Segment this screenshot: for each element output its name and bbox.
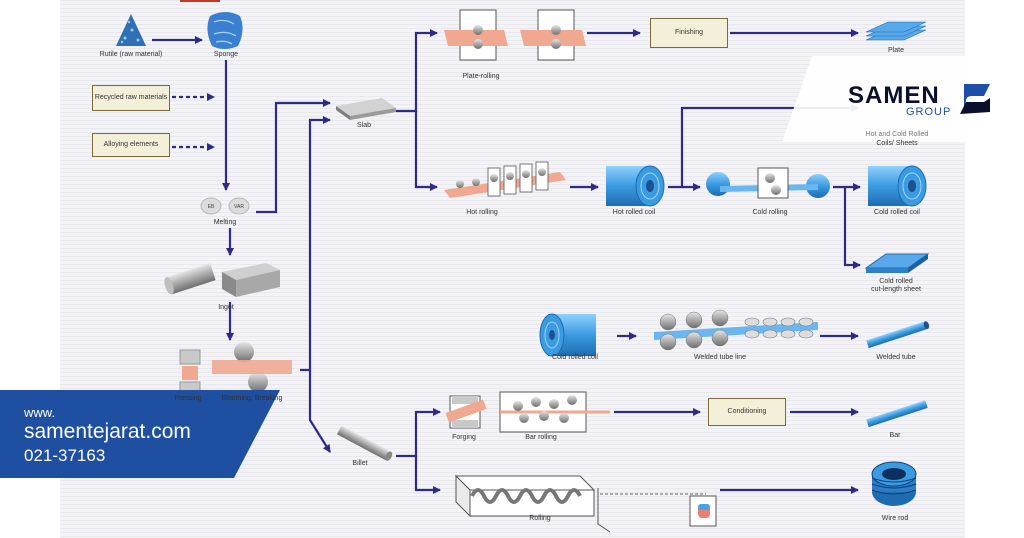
plate-rolling-icon	[444, 9, 586, 61]
welded-tube-icon	[866, 321, 930, 349]
bar-rolling-label: Bar rolling	[525, 434, 557, 441]
logo-backdrop	[782, 56, 1024, 142]
hot-rolling-icon	[444, 161, 566, 198]
samen-s-icon	[960, 84, 990, 114]
finishing-box: Finishing	[650, 18, 728, 48]
melting-eb-label: EB	[207, 204, 215, 210]
cold-rolled-sheet-label-1: Cold rolled	[879, 278, 913, 285]
alloying-elements-box: Alloying elements	[92, 133, 170, 157]
bar-rolling-icon	[499, 391, 610, 433]
brand-domain[interactable]: samentejarat.com	[24, 420, 191, 443]
slab-label: Slab	[356, 122, 371, 129]
rolling-label: Rolling	[529, 515, 551, 522]
coils-sheets-label-2: Coils/ Sheets	[876, 140, 918, 147]
logo-word: SAMEN	[848, 82, 940, 109]
bar-label: Bar	[889, 432, 901, 439]
sponge-label: Sponge	[213, 51, 239, 58]
logo-group: GROUP	[906, 106, 952, 118]
forging-icon	[445, 395, 487, 429]
wire-rod-label: Wire rod	[881, 515, 909, 522]
plate-stack-icon	[865, 21, 927, 41]
plate-rolling-label: Plate-rolling	[462, 73, 500, 80]
pressing-icon	[179, 349, 201, 395]
cold-rolled-coil-left-icon	[539, 313, 596, 357]
cold-rolling-icon	[706, 167, 830, 199]
samen-group-logo: SAMEN GROUP	[782, 56, 1024, 142]
billet-label: Billet	[352, 460, 368, 467]
hot-rolled-coil-icon	[606, 165, 665, 207]
hot-rolled-coil-label: Hot rolled coil	[612, 209, 656, 216]
billet-icon	[336, 425, 393, 461]
melting-furnace-icon	[200, 197, 250, 215]
melting-label: Melting	[213, 219, 237, 226]
conditioning-label: Conditioning	[727, 408, 767, 415]
bar-icon	[866, 400, 928, 428]
cold-rolled-coil-icon	[868, 165, 927, 207]
coils-sheets-label-1: Hot and Cold Rolled	[865, 131, 929, 138]
cold-rolled-sheet-label-2: cut-length sheet	[871, 286, 921, 293]
cold-rolling-label: Cold rolling	[752, 209, 788, 216]
rolling-icon	[454, 474, 596, 518]
cold-rolled-coil-label: Cold rolled coil	[874, 209, 920, 216]
contact-banner	[0, 390, 280, 478]
melting-var-label: VAR	[234, 204, 244, 210]
wire-rod-line-icon	[597, 488, 717, 533]
brand-phone: 021-37163	[24, 446, 106, 465]
sponge-icon	[207, 12, 243, 49]
ingot-label: Ingot	[218, 304, 234, 311]
flow-arrows	[152, 29, 861, 494]
pressing-label: Pressing	[174, 395, 202, 402]
cold-rolled-sheet-icon	[864, 253, 930, 273]
hot-rolling-label: Hot rolling	[466, 209, 498, 216]
blooming-icon	[212, 342, 292, 392]
welded-tube-line-label: Welded tube line	[693, 354, 747, 361]
alloying-elements-label: Alloying elements	[103, 141, 159, 148]
finishing-label: Finishing	[674, 29, 703, 36]
rutile-icon	[116, 14, 146, 46]
welded-tube-label: Welded tube	[876, 354, 916, 361]
welded-tube-line-icon	[654, 309, 818, 351]
rutile-label: Rutile (raw material)	[99, 51, 163, 58]
ingot-icon	[164, 263, 280, 297]
cold-rolled-coil-left-label: Cold rolled coil	[552, 354, 598, 361]
forging-label: Forging	[452, 434, 476, 441]
wire-rod-icon	[871, 461, 917, 506]
recycled-materials-box: Recycled raw materials	[92, 85, 170, 111]
blooming-label: Blooming, Breaking	[221, 395, 283, 402]
brand-www: www.	[24, 405, 56, 420]
slab-icon	[336, 98, 396, 120]
recycled-materials-label: Recycled raw materials	[94, 94, 168, 101]
plate-label: Plate	[888, 47, 904, 54]
conditioning-box: Conditioning	[708, 398, 786, 426]
